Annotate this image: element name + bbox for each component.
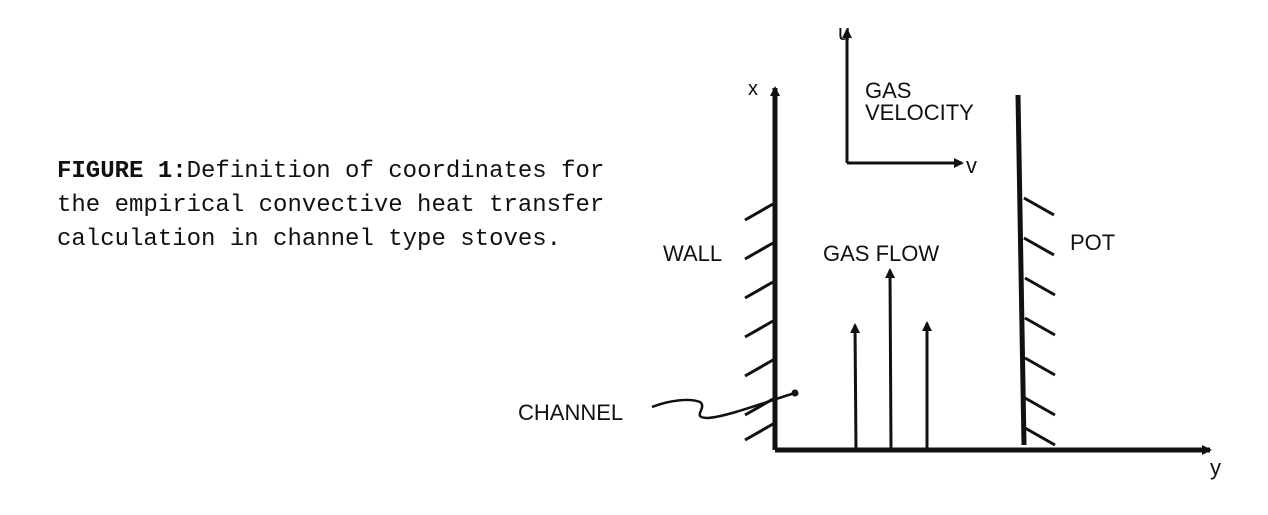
channel-label: CHANNEL (518, 400, 623, 425)
gas-velocity-label-1: GAS (865, 78, 911, 103)
wall-hatching (744, 202, 774, 442)
v-axis-label: v (966, 153, 977, 178)
channel-leader-line (651, 391, 796, 420)
gas-velocity-label-2: VELOCITY (865, 100, 974, 125)
figure-caption: FIGURE 1:Definition of coordinates for t… (57, 155, 637, 257)
wall-label: WALL (663, 241, 722, 266)
y-axis-label: y (1210, 455, 1221, 480)
caption-text: Definition of coordinates for the empiri… (57, 158, 605, 253)
channel-dot (791, 389, 799, 397)
pot-label: POT (1070, 230, 1115, 255)
gas-flow-label: GAS FLOW (823, 241, 939, 266)
flow-arrow-left (850, 323, 861, 451)
pot-hatching (1023, 196, 1056, 447)
x-axis-label: x (748, 78, 758, 100)
flow-arrow-center (885, 268, 896, 451)
pot-wall-line (1015, 94, 1027, 446)
caption-label: FIGURE 1: (57, 158, 187, 185)
u-axis-label: u (838, 20, 850, 45)
